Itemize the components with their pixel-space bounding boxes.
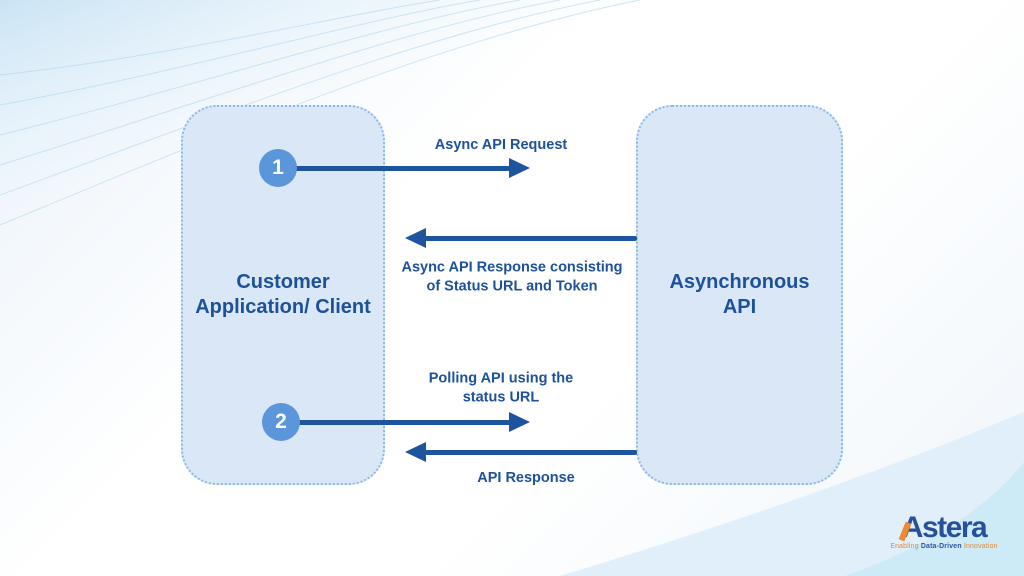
step-1-badge: 1	[259, 149, 297, 187]
astera-logo: Astera Enabling Data-Driven Innovation	[888, 513, 1000, 551]
arrow-api-response-shaft	[425, 450, 637, 455]
step-1-number: 1	[272, 156, 284, 179]
customer-client-box-title: Customer Application/ Client	[195, 270, 371, 320]
arrow-response-shaft	[425, 236, 637, 241]
async-api-box: Asynchronous API	[636, 105, 843, 485]
customer-client-title-line1: Customer	[236, 271, 330, 293]
async-api-box-title: Asynchronous API	[669, 270, 809, 320]
arrow-response-head-icon	[405, 228, 426, 248]
arrow-api-response-head-icon	[405, 442, 426, 462]
arrow-request-head-icon	[509, 158, 530, 178]
arrow-polling-head-icon	[509, 412, 530, 432]
async-api-title-line1: Asynchronous	[669, 271, 810, 293]
async-api-title-line2: API	[722, 296, 757, 318]
arrow-request-shaft	[280, 166, 510, 171]
arrow-request-label: Async API Request	[434, 136, 568, 153]
arrow-polling-label: Polling API using the status URL	[428, 370, 574, 406]
astera-tagline: Enabling Data-Driven Innovation	[890, 543, 998, 550]
arrow-polling-shaft	[283, 420, 510, 425]
arrow-api-response-label: API Response	[477, 469, 575, 486]
step-2-number: 2	[275, 410, 287, 433]
arrow-response-label: Async API Response consisting of Status …	[401, 259, 623, 295]
customer-client-title-line2: Application/ Client	[195, 296, 371, 318]
astera-brand-text: Astera	[898, 513, 988, 543]
step-2-badge: 2	[262, 403, 300, 441]
